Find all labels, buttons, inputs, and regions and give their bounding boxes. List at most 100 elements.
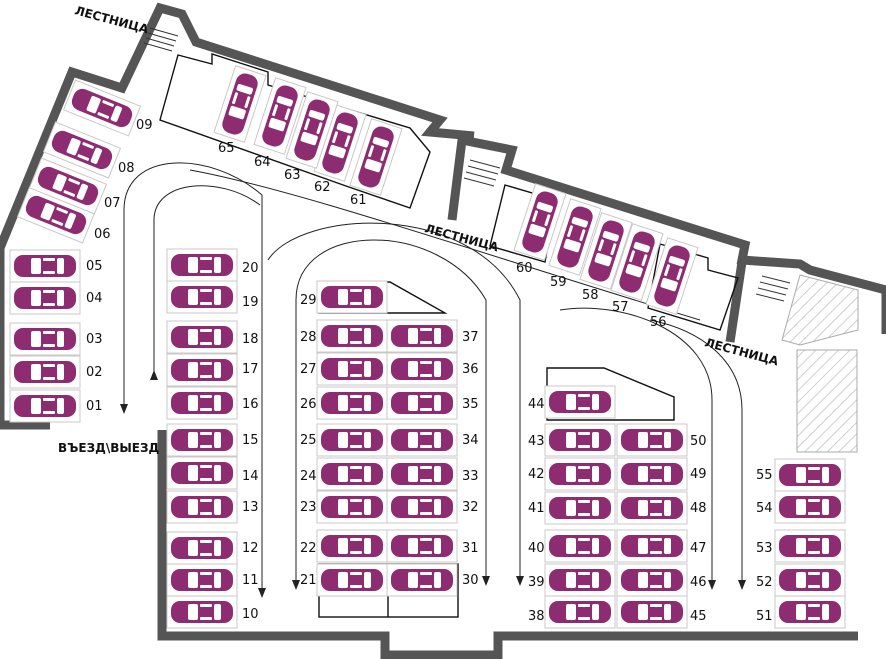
car-icon bbox=[779, 535, 841, 557]
parking-spot[interactable] bbox=[544, 563, 616, 597]
parking-spot[interactable] bbox=[166, 423, 238, 457]
car-icon bbox=[391, 429, 453, 451]
parking-spot[interactable] bbox=[316, 280, 388, 314]
parking-spot[interactable] bbox=[16, 186, 96, 244]
parking-spot[interactable] bbox=[166, 248, 238, 282]
parking-spot[interactable] bbox=[386, 423, 458, 457]
spot-number: 39 bbox=[528, 575, 545, 590]
parking-spot[interactable] bbox=[544, 457, 616, 491]
parking-spot[interactable] bbox=[774, 490, 846, 524]
car-icon bbox=[14, 395, 76, 417]
parking-spot[interactable] bbox=[9, 322, 81, 356]
spot-number: 03 bbox=[86, 332, 103, 347]
parking-spot[interactable] bbox=[9, 389, 81, 423]
car-icon bbox=[321, 358, 383, 380]
parking-spot[interactable] bbox=[42, 121, 122, 179]
car-icon bbox=[391, 535, 453, 557]
parking-spot[interactable] bbox=[386, 490, 458, 524]
parking-spot[interactable] bbox=[313, 104, 367, 182]
parking-spot[interactable] bbox=[616, 457, 688, 491]
car-icon bbox=[171, 286, 233, 308]
parking-spot[interactable] bbox=[316, 490, 388, 524]
parking-spot[interactable] bbox=[213, 65, 267, 143]
spot-number: 41 bbox=[528, 501, 545, 516]
parking-spot[interactable] bbox=[253, 77, 307, 155]
parking-spot[interactable] bbox=[316, 457, 388, 491]
parking-spot[interactable] bbox=[349, 118, 403, 196]
car-icon bbox=[14, 287, 76, 309]
spot-number: 27 bbox=[300, 362, 317, 377]
spot-number: 48 bbox=[690, 501, 707, 516]
parking-spot[interactable] bbox=[579, 212, 633, 290]
parking-spot[interactable] bbox=[544, 529, 616, 563]
parking-spot[interactable] bbox=[9, 281, 81, 315]
spot-number: 23 bbox=[300, 500, 317, 515]
parking-spot[interactable] bbox=[316, 423, 388, 457]
parking-spot[interactable] bbox=[616, 423, 688, 457]
parking-spot[interactable] bbox=[166, 595, 238, 629]
parking-spot[interactable] bbox=[645, 237, 699, 315]
spot-number: 28 bbox=[300, 330, 317, 345]
parking-spot[interactable] bbox=[166, 490, 238, 524]
parking-spot[interactable] bbox=[386, 529, 458, 563]
spot-number: 61 bbox=[350, 193, 367, 208]
wall-lower bbox=[157, 430, 858, 659]
parking-spot[interactable] bbox=[544, 385, 616, 419]
car-icon bbox=[321, 569, 383, 591]
parking-spot[interactable] bbox=[386, 457, 458, 491]
car-icon bbox=[779, 464, 841, 486]
parking-spot[interactable] bbox=[316, 319, 388, 353]
parking-spot[interactable] bbox=[316, 352, 388, 386]
parking-spot[interactable] bbox=[548, 198, 602, 276]
spot-number: 57 bbox=[612, 300, 629, 315]
parking-spot[interactable] bbox=[544, 423, 616, 457]
parking-spot[interactable] bbox=[28, 157, 108, 215]
parking-spot[interactable] bbox=[774, 529, 846, 563]
car-icon bbox=[391, 392, 453, 414]
parking-spot[interactable] bbox=[285, 91, 339, 169]
parking-spot[interactable] bbox=[616, 491, 688, 525]
parking-spot[interactable] bbox=[166, 353, 238, 387]
parking-spot[interactable] bbox=[166, 386, 238, 420]
parking-spot[interactable] bbox=[774, 563, 846, 597]
car-icon bbox=[321, 535, 383, 557]
parking-spot[interactable] bbox=[166, 320, 238, 354]
car-icon bbox=[621, 429, 683, 451]
parking-spot[interactable] bbox=[616, 595, 688, 629]
car-icon bbox=[391, 325, 453, 347]
parking-spot[interactable] bbox=[9, 355, 81, 389]
parking-spot[interactable] bbox=[9, 249, 81, 283]
parking-spot[interactable] bbox=[386, 352, 458, 386]
car-icon bbox=[779, 496, 841, 518]
spot-number: 50 bbox=[690, 434, 707, 449]
spot-number: 40 bbox=[528, 541, 545, 556]
parking-spot[interactable] bbox=[616, 563, 688, 597]
parking-spot[interactable] bbox=[513, 183, 567, 261]
parking-spot[interactable] bbox=[544, 491, 616, 525]
spot-number: 06 bbox=[94, 227, 111, 242]
car-icon bbox=[621, 535, 683, 557]
parking-spot[interactable] bbox=[610, 223, 664, 301]
parking-spot[interactable] bbox=[386, 319, 458, 353]
parking-spot[interactable] bbox=[166, 531, 238, 565]
parking-spot[interactable] bbox=[316, 563, 388, 597]
parking-spot[interactable] bbox=[316, 386, 388, 420]
parking-spot[interactable] bbox=[166, 280, 238, 314]
spot-number: 08 bbox=[118, 161, 135, 176]
parking-spot[interactable] bbox=[544, 595, 616, 629]
parking-spot[interactable] bbox=[62, 79, 142, 137]
parking-spot[interactable] bbox=[166, 456, 238, 490]
spot-number: 31 bbox=[462, 541, 479, 556]
parking-spot[interactable] bbox=[386, 386, 458, 420]
parking-spot[interactable] bbox=[386, 563, 458, 597]
car-icon bbox=[171, 537, 233, 559]
parking-spot[interactable] bbox=[774, 458, 846, 492]
parking-spot[interactable] bbox=[316, 529, 388, 563]
parking-spot[interactable] bbox=[774, 595, 846, 629]
spot-number: 02 bbox=[86, 365, 103, 380]
spot-number: 34 bbox=[462, 433, 479, 448]
spot-number: 51 bbox=[756, 609, 773, 624]
car-icon bbox=[549, 391, 611, 413]
parking-spot[interactable] bbox=[166, 563, 238, 597]
parking-spot[interactable] bbox=[616, 529, 688, 563]
